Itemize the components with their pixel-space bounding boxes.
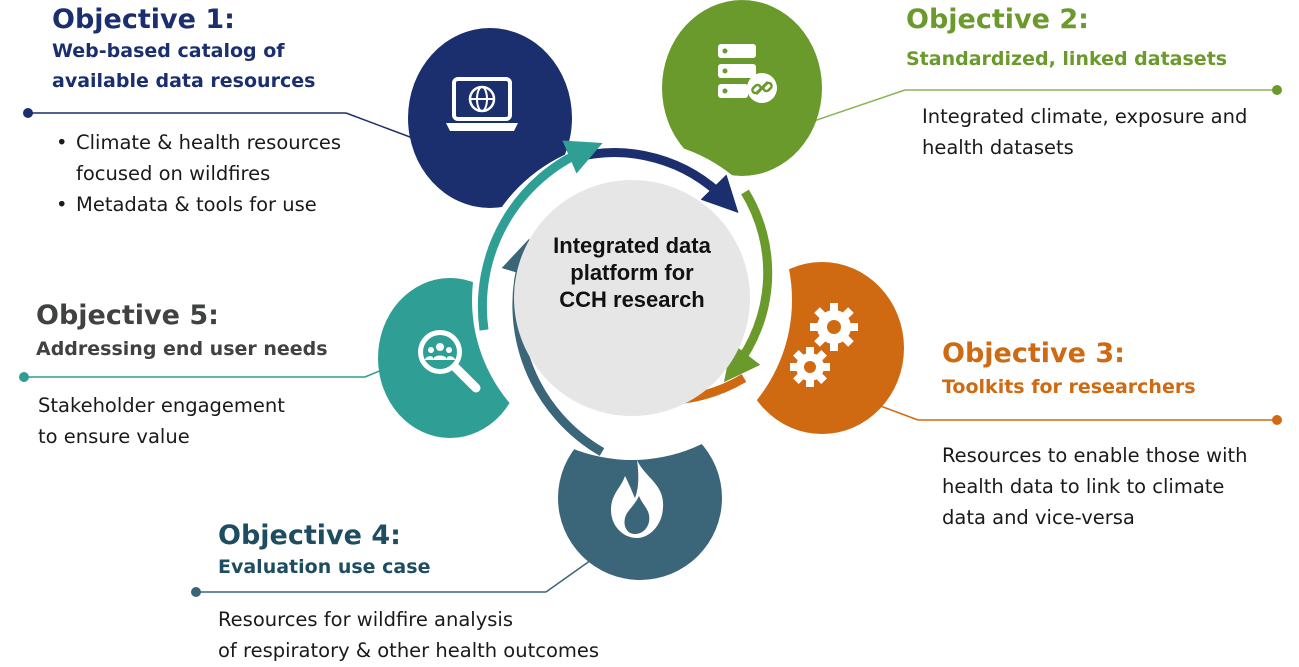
objective-5-subtitle: Addressing end user needs bbox=[36, 338, 328, 360]
objective-1-bullet-1-line-1: Climate & health resources bbox=[76, 131, 342, 154]
objective-2-title: Objective 2: bbox=[906, 4, 1089, 35]
objective-1-bullet: Metadata & tools for use bbox=[50, 189, 341, 220]
objective-2-block: Objective 2: Standardized, linked datase… bbox=[906, 4, 1227, 74]
objective-3-title: Objective 3: bbox=[942, 338, 1125, 369]
center-label-line-1: Integrated data bbox=[553, 233, 711, 258]
objective-2-body: Integrated climate, exposure and health … bbox=[922, 101, 1247, 163]
objective-1-bullet-1-line-2: focused on wildfires bbox=[76, 162, 271, 185]
objective-1-bullet: Climate & health resources focused on wi… bbox=[50, 127, 341, 189]
objective-4-block: Objective 4: Evaluation use case bbox=[218, 520, 430, 582]
cycle-arrow-teal bbox=[477, 140, 603, 331]
objective-4-body: Resources for wildfire analysis of respi… bbox=[218, 604, 599, 666]
objective-3-block: Objective 3: Toolkits for researchers bbox=[942, 338, 1196, 402]
center-label-line-3: CCH research bbox=[559, 287, 705, 312]
center-label: Integrated data platform for CCH researc… bbox=[532, 232, 732, 313]
objective-5-title: Objective 5: bbox=[36, 300, 219, 331]
laptop-globe-icon bbox=[446, 77, 518, 131]
gears-icon bbox=[790, 303, 858, 387]
objective-5-body-line-2: to ensure value bbox=[38, 425, 190, 448]
connector-obj5 bbox=[19, 364, 395, 382]
objective-1-bullet-2-line-1: Metadata & tools for use bbox=[76, 193, 317, 216]
objective-1-subtitle-line-2: available data resources bbox=[52, 70, 316, 92]
objective-2-body-line-2: health datasets bbox=[922, 136, 1074, 159]
flame-icon bbox=[611, 460, 664, 538]
objective-2-body-line-1: Integrated climate, exposure and bbox=[922, 105, 1248, 128]
objective-1-title: Objective 1: bbox=[52, 4, 235, 35]
connector-obj1 bbox=[23, 108, 419, 141]
center-circle bbox=[514, 180, 750, 416]
objective-3-body: Resources to enable those with health da… bbox=[942, 440, 1248, 533]
linked-database-icon bbox=[718, 44, 777, 103]
magnifier-people-icon bbox=[418, 330, 481, 393]
objective-2-subtitle: Standardized, linked datasets bbox=[906, 48, 1228, 70]
objective-1-subtitle-line-1: Web-based catalog of bbox=[52, 40, 285, 62]
objective-5-body: Stakeholder engagement to ensure value bbox=[38, 390, 285, 452]
objective-3-body-line-3: data and vice-versa bbox=[942, 506, 1135, 529]
objective-3-body-line-1: Resources to enable those with bbox=[942, 444, 1248, 467]
objective-3-body-line-2: health data to link to climate bbox=[942, 475, 1225, 498]
objective-4-body-line-1: Resources for wildfire analysis bbox=[218, 608, 513, 631]
objective-1-bullets: Climate & health resources focused on wi… bbox=[50, 127, 341, 220]
objective-3-subtitle: Toolkits for researchers bbox=[942, 376, 1196, 398]
cycle-arrow-green bbox=[723, 189, 773, 383]
objective-4-body-line-2: of respiratory & other health outcomes bbox=[218, 639, 600, 662]
objective-5-body-line-1: Stakeholder engagement bbox=[38, 394, 285, 417]
objective-1-block: Objective 1: Web-based catalog of availa… bbox=[52, 4, 315, 96]
objective-5-block: Objective 5: Addressing end user needs bbox=[36, 300, 328, 364]
center-label-line-2: platform for bbox=[570, 260, 694, 285]
objective-4-subtitle: Evaluation use case bbox=[218, 556, 431, 578]
objective-4-title: Objective 4: bbox=[218, 520, 401, 551]
